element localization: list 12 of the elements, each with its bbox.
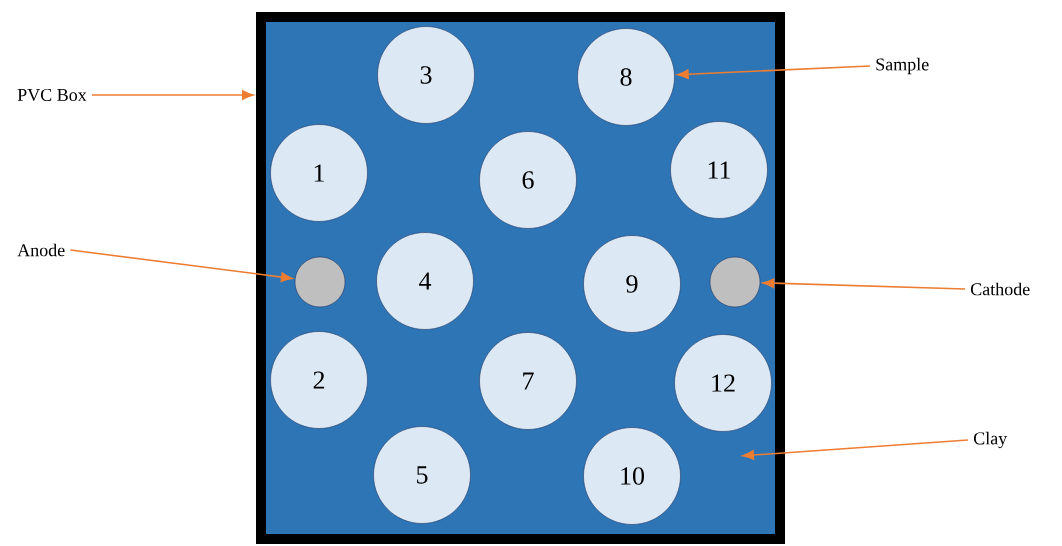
leader-line [91,90,254,100]
electrode-circle [709,256,761,308]
callout-label: Cathode [970,282,1030,296]
leader-line [69,249,293,282]
leader-line [762,278,966,290]
leader-line [742,439,969,460]
callout-label: PVC Box [17,88,87,102]
callout-label: Clay [973,431,1008,449]
electrode-circle [294,256,346,308]
leader-line [677,65,871,80]
callout-label: Anode [17,243,65,257]
callout-label: Sample [876,57,929,75]
